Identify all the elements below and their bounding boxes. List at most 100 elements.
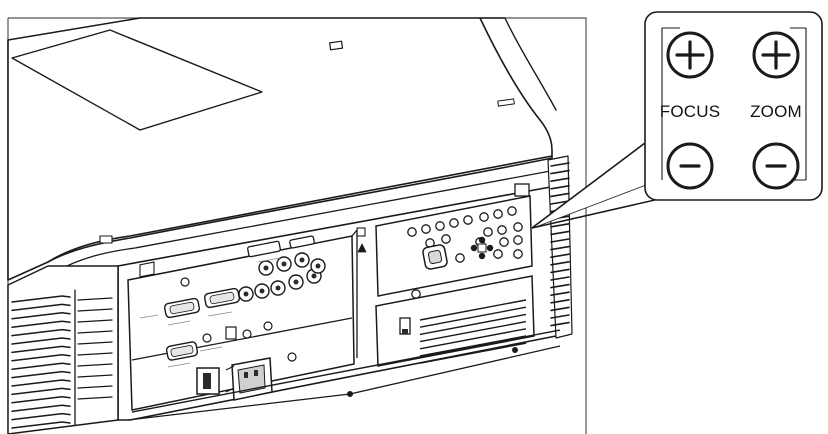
keypad-button [493,249,503,259]
vent-slot [11,362,71,370]
zoom-minus-button[interactable] [752,142,800,190]
vent-slot [77,363,113,367]
remote-jack [263,321,273,331]
top-lid-panel [11,29,263,131]
arrow-button [478,252,486,260]
keypad-button [449,218,459,228]
vent-slot [550,169,570,175]
bnc-pin [275,285,281,291]
arrow-center [477,243,487,253]
keypad-button [407,227,417,237]
keypad-button [513,235,523,245]
rs232-port [165,341,199,361]
vent-slot [77,396,113,400]
vent-slot [419,313,527,336]
vent-slot [77,297,113,301]
hdmi-port [289,235,315,249]
vent-slot [11,303,71,312]
callout-pointer [531,142,691,229]
zoom-label: ZOOM [750,102,802,121]
keypad-button [435,221,445,231]
keypad-buttons [407,206,523,299]
keypad-button [421,224,431,234]
dpad-center [427,249,443,265]
lan-port [139,261,155,278]
bnc-pin [299,257,305,263]
keypad-button [479,212,489,222]
focus-label: FOCUS [660,102,721,121]
vent-slot [550,230,570,236]
vent-slot [77,308,113,312]
vga-in-port [163,297,201,319]
zoom-plus-button[interactable] [752,31,800,79]
vent-slot [77,385,113,389]
vent-slot [11,320,71,328]
plus-icon [761,40,791,70]
io-panel-fine-print [139,257,281,368]
vent-slot [77,374,113,378]
vent-slot [550,223,570,228]
vent-slot [11,328,71,337]
vent-slot [550,283,570,289]
vent-slot [550,291,570,296]
vent-slot [77,330,113,334]
vent-slot [550,162,570,167]
vent-slot [550,268,570,274]
right-side-vents [547,155,573,339]
vent-slot [419,299,527,321]
left-side-vents [11,289,113,429]
usb-port [225,326,237,340]
keypad-button [463,215,473,225]
vent-slot [550,245,570,251]
vent-slot [11,312,71,320]
keypad-button [493,209,503,219]
left-side-panel [7,265,119,434]
bnc-pin [243,291,249,297]
rim-marker [99,235,113,244]
vent-slot [550,306,570,312]
vent-slot [550,299,570,304]
vent-slot [11,379,71,387]
vent-slot [550,261,570,266]
vent-slot [419,320,527,343]
bnc-pin [315,263,321,269]
keypad-button [483,227,493,237]
vent-slot [11,345,71,354]
trigger-jack [242,329,252,339]
vent-slot [550,238,570,243]
vent-slot [11,295,71,303]
vent-slot [550,321,570,327]
vent-slot [11,404,71,412]
focus-plus-button[interactable] [666,31,714,79]
focus-minus-button[interactable] [666,142,714,190]
top-indicator-mark [329,40,344,51]
vent-slot [11,396,71,404]
bnc-pin [263,265,269,271]
keypad-button [441,234,451,244]
keypad-button [455,253,465,263]
vent-slot [550,276,570,281]
vent-slot [419,342,527,364]
vent-slot [550,185,570,190]
lens-control-box [514,183,530,197]
io-panel [127,235,355,411]
keypad-button [513,249,523,259]
vent-slot [419,306,527,328]
keypad-button [513,222,523,232]
keypad-button [499,237,509,247]
vent-slot [550,177,570,182]
bnc-pin [311,273,317,279]
keypad-button [411,289,421,299]
keypad-button [507,206,517,216]
keypad-plate [375,195,533,297]
vent-slot [11,412,71,421]
keypad-button [497,225,507,235]
bnc-pin [281,261,287,267]
usb-jack [202,333,212,343]
vent-slot [550,192,570,198]
side-sensor [497,98,515,107]
arrow-button [486,244,494,252]
control-panel [351,183,535,367]
ac-inlet [225,357,273,401]
